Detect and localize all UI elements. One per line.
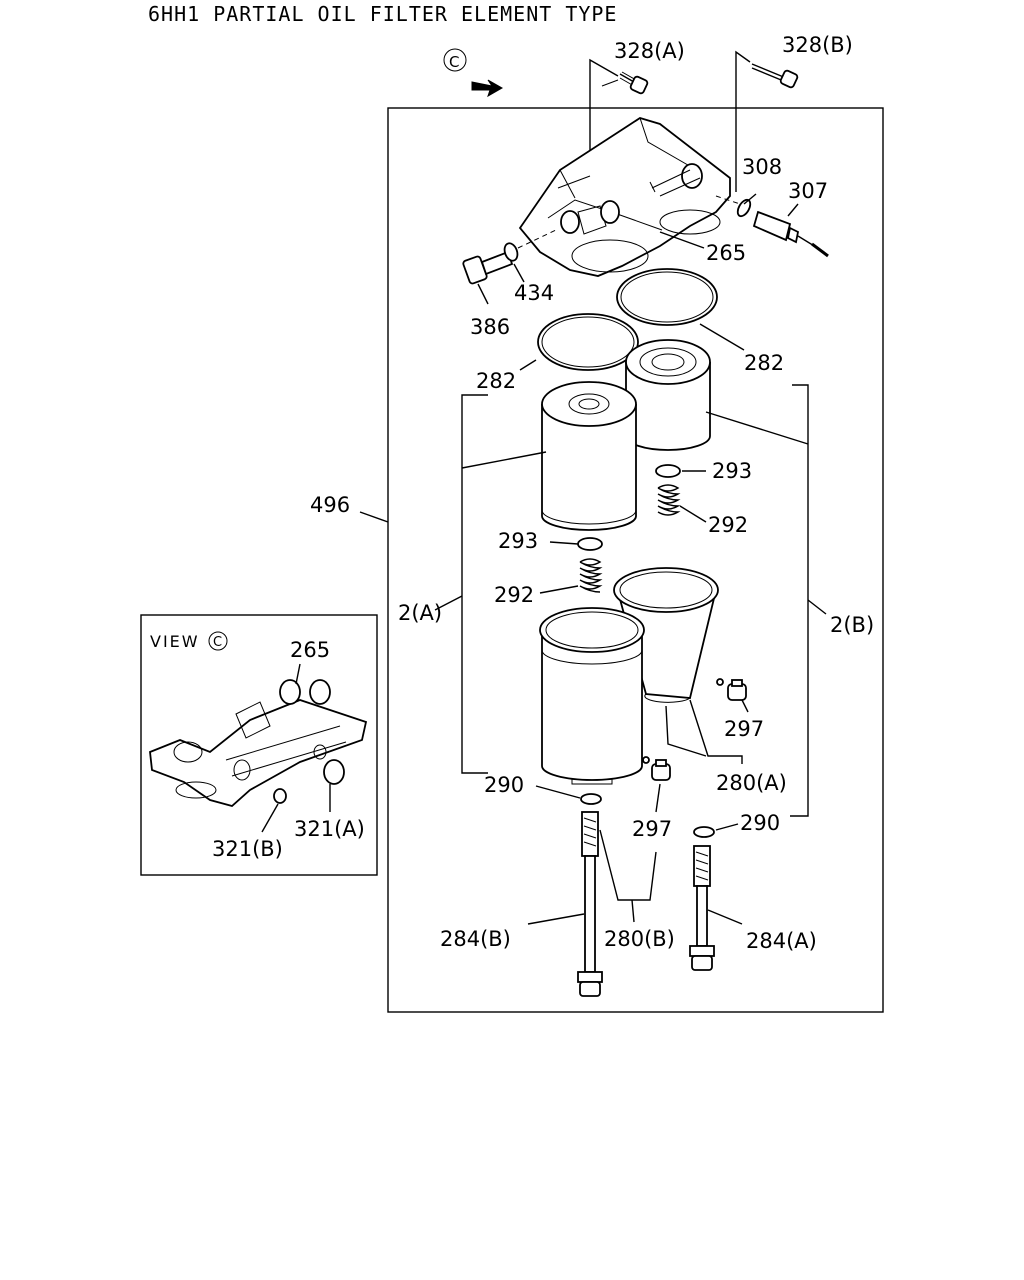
callout-297-left: 297 xyxy=(632,817,672,841)
washer-308 xyxy=(736,198,752,218)
callout-292-left: 292 xyxy=(494,583,534,607)
filter-element-right xyxy=(625,339,711,451)
callout-282-right: 282 xyxy=(744,351,784,375)
center-bolt-284b xyxy=(577,811,603,997)
callout-290-right: 290 xyxy=(740,811,780,835)
callout-307: 307 xyxy=(788,179,828,203)
callout-328a: 328(A) xyxy=(614,39,685,63)
callout-265: 265 xyxy=(706,241,746,265)
drain-plug-297-right xyxy=(716,678,747,701)
view-c-marker: C xyxy=(443,48,504,98)
filter-element-left xyxy=(541,381,637,531)
callout-297-right: 297 xyxy=(724,717,764,741)
view-arrow-icon xyxy=(471,79,504,98)
inset-frame xyxy=(140,614,378,876)
callout-282-left: 282 xyxy=(476,369,516,393)
washer-434 xyxy=(503,242,519,262)
o-ring-321a xyxy=(323,759,345,785)
washer-293-right xyxy=(655,464,681,478)
callout-284a: 284(A) xyxy=(746,929,817,953)
view-marker-letter: C xyxy=(449,53,459,71)
inset-callout-321b: 321(B) xyxy=(212,837,283,861)
callout-292-right: 292 xyxy=(708,513,748,537)
callout-386: 386 xyxy=(470,315,510,339)
callout-293-left: 293 xyxy=(498,529,538,553)
o-ring-282-left xyxy=(537,313,639,371)
inset-callout-321a: 321(A) xyxy=(294,817,365,841)
callout-2b: 2(B) xyxy=(830,613,874,637)
o-ring-282-right xyxy=(616,268,718,326)
callout-293-right: 293 xyxy=(712,459,752,483)
callout-496: 496 xyxy=(310,493,350,517)
assembly-frame xyxy=(387,107,884,1013)
sensor-307 xyxy=(752,210,829,258)
gasket-290-right xyxy=(693,826,715,838)
inset-view-label: VIEW xyxy=(150,632,200,651)
callout-434: 434 xyxy=(514,281,554,305)
bolt-386 xyxy=(462,250,514,285)
inset-view-marker: C xyxy=(213,635,222,650)
center-bolt-284a xyxy=(689,845,715,971)
inset-callout-265: 265 xyxy=(290,638,330,662)
spring-292-left xyxy=(579,558,603,593)
callout-284b: 284(B) xyxy=(440,927,511,951)
drain-plug-297-left xyxy=(642,756,671,781)
bolt-328b xyxy=(751,63,799,89)
spring-292-right xyxy=(657,484,681,516)
filter-head-265 xyxy=(518,117,731,277)
callout-328b: 328(B) xyxy=(782,33,853,57)
filter-case-280b xyxy=(539,607,645,785)
diagram-title: 6HH1 PARTIAL OIL FILTER ELEMENT TYPE xyxy=(148,2,618,26)
o-ring-321b xyxy=(273,788,287,804)
callout-280b: 280(B) xyxy=(604,927,675,951)
callout-290-left: 290 xyxy=(484,773,524,797)
callout-2a: 2(A) xyxy=(398,601,442,625)
callout-280a: 280(A) xyxy=(716,771,787,795)
inset-view-c: VIEW C 265 321(A) 321(B) xyxy=(140,614,378,876)
washer-293-left xyxy=(577,537,603,551)
callout-308: 308 xyxy=(742,155,782,179)
bolt-328a xyxy=(619,71,649,95)
gasket-290-left xyxy=(580,793,602,805)
